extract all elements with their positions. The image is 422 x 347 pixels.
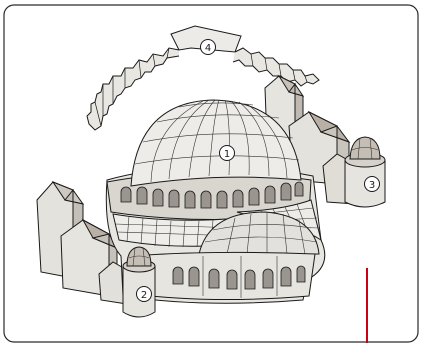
callout-4: 4	[201, 40, 216, 55]
callout-4-label: 4	[205, 43, 211, 54]
model-diagram: 1 2 3 4	[3, 4, 419, 343]
round-tower-2	[123, 247, 155, 317]
callout-2: 2	[137, 287, 152, 302]
callout-3-label: 3	[369, 180, 375, 191]
callout-1-label: 1	[224, 149, 230, 160]
callout-1: 1	[220, 146, 235, 161]
lower-arcade	[131, 252, 315, 299]
callout-2-label: 2	[141, 290, 147, 301]
callout-3: 3	[365, 177, 380, 192]
